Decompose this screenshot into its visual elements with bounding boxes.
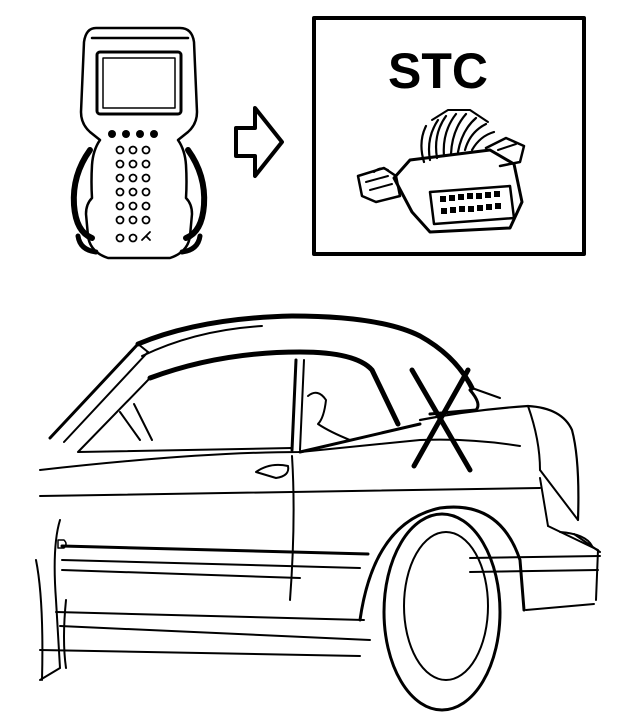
stc-connector-panel: STC xyxy=(312,16,586,256)
arrow-right-icon xyxy=(234,106,284,178)
stc-label: STC xyxy=(388,43,488,99)
obd-connector-icon xyxy=(356,109,526,234)
x-mark-icon xyxy=(409,367,473,473)
scan-tool-icon xyxy=(70,26,208,260)
convertible-car-icon xyxy=(35,313,601,712)
